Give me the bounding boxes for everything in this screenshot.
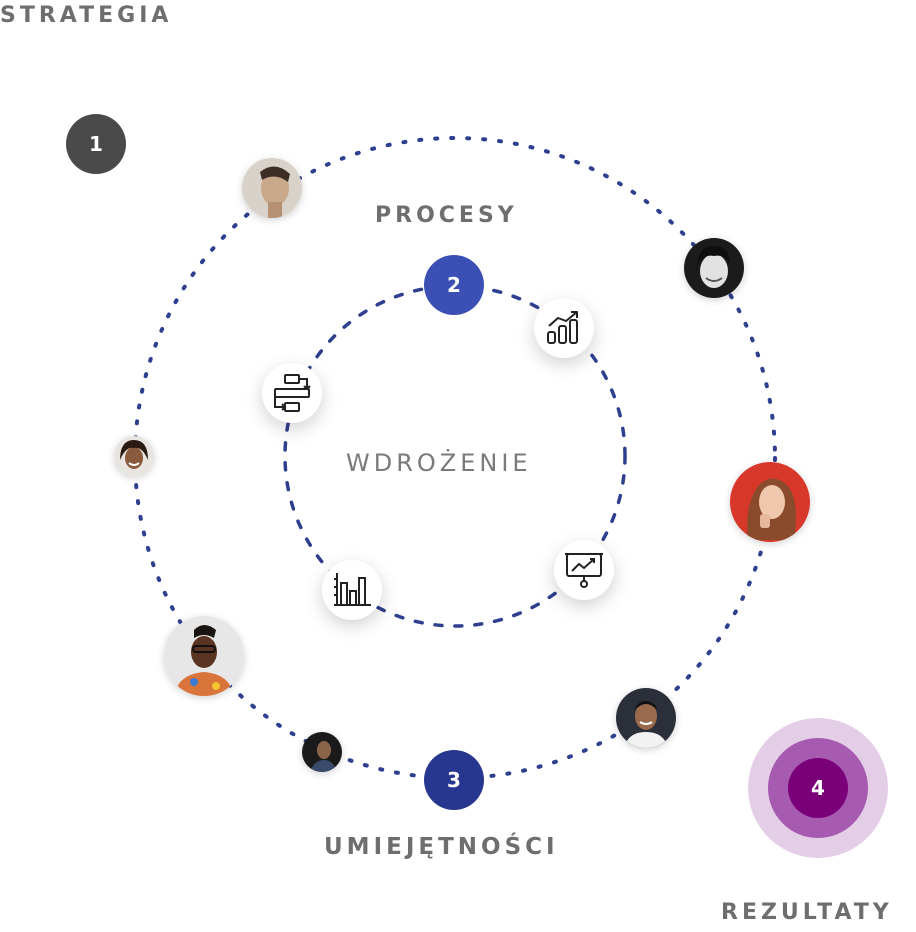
avatar-person-6 xyxy=(616,688,676,748)
step-2-badge: 2 xyxy=(424,255,484,315)
avatar-person-5 xyxy=(164,616,244,696)
avatar-person-2 xyxy=(684,238,744,298)
step-3-number: 3 xyxy=(447,768,461,792)
growth-chart-icon xyxy=(547,311,578,344)
avatar-person-4 xyxy=(730,462,810,542)
process-flow-icon xyxy=(274,374,311,412)
outer-orbit xyxy=(133,136,777,780)
label-wdrozenie: WDROŻENIE xyxy=(346,449,532,477)
growth-chart-bubble xyxy=(534,298,594,358)
step-2-number: 2 xyxy=(447,273,461,297)
step-1-badge: 1 xyxy=(66,114,126,174)
process-flow-bubble xyxy=(262,363,322,423)
avatar-person-1 xyxy=(242,158,302,218)
step-4-number: 4 xyxy=(811,776,825,800)
avatar-person-3 xyxy=(114,436,154,476)
label-rezultaty: REZULTATY xyxy=(721,900,893,925)
step-3-badge: 3 xyxy=(424,750,484,810)
label-strategia: STRATEGIA xyxy=(0,3,173,28)
label-umiejetnosci: UMIEJĘTNOŚCI xyxy=(324,834,559,860)
step-4-badge: 4 xyxy=(788,758,848,818)
presentation-chart-icon xyxy=(565,553,603,588)
label-procesy: PROCESY xyxy=(375,203,518,228)
presentation-chart-bubble xyxy=(554,540,614,600)
step-1-number: 1 xyxy=(89,132,103,156)
bar-chart-bubble xyxy=(322,560,382,620)
bar-chart-icon xyxy=(334,573,371,606)
avatar-person-7 xyxy=(302,732,342,772)
